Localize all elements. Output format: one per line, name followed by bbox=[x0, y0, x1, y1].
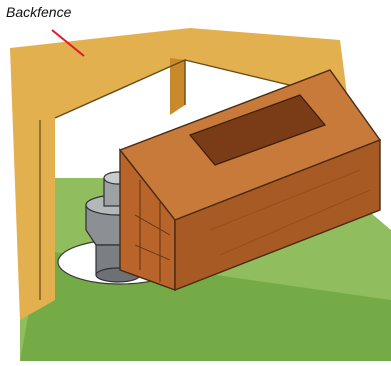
backfence-shadow bbox=[170, 58, 185, 115]
backfence-label: Backfence bbox=[6, 4, 71, 20]
